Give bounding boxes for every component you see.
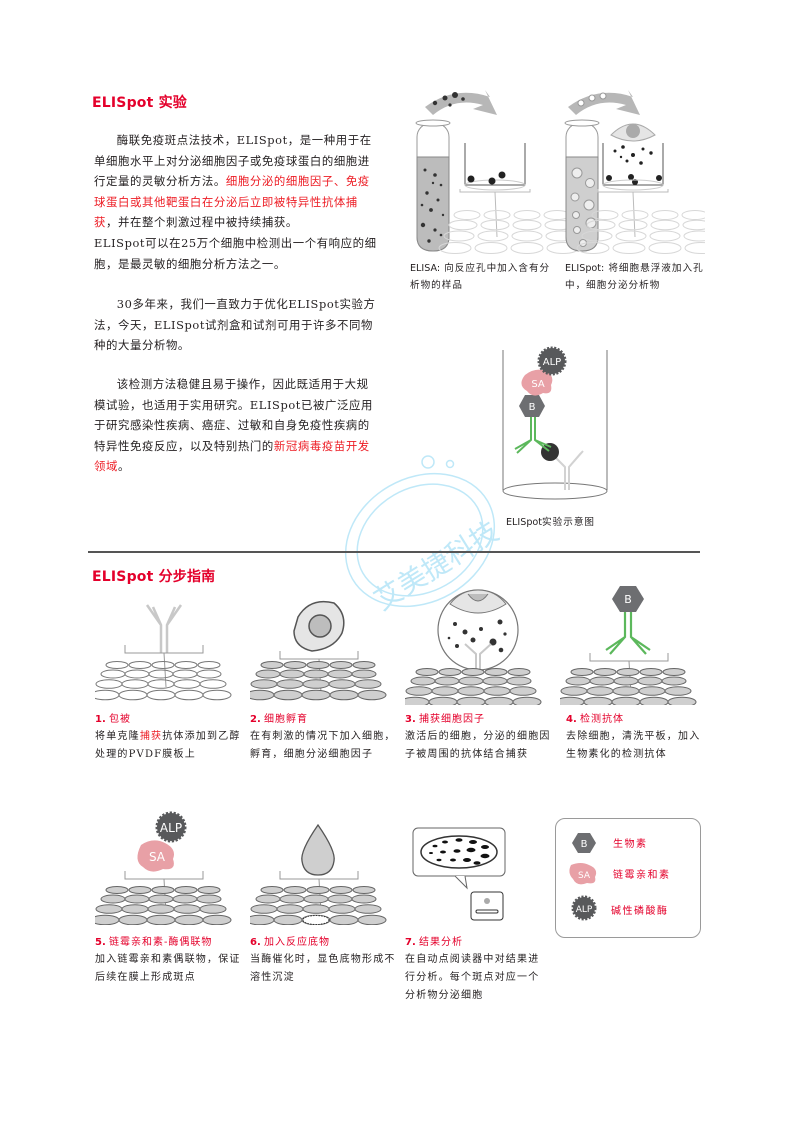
step1-text-cont: 抗体添加到乙醇处理的PVDF膜板上 xyxy=(95,731,241,760)
schematic-caption: ELISpot实验示意图 xyxy=(506,514,595,531)
spot-icon xyxy=(302,915,330,925)
step3-title: 捕获细胞因子 xyxy=(418,714,485,725)
step3-description: 激活后的细胞，分泌的细胞因子被周围的抗体结合捕获 xyxy=(405,731,551,760)
sensitivity-paragraph: ELISpot可以在25万个细胞中检测出一个有响应的细胞，是最灵敏的细胞分析方法… xyxy=(94,236,377,271)
applications-paragraph: 该检测方法稳健且易于操作，因此既适用于大规模试验，也适用于实用研究。ELISpo… xyxy=(94,374,379,477)
step6-number: 6. xyxy=(250,937,261,948)
section-title-step-guide: ELISpot 分步指南 xyxy=(92,569,216,585)
step2-illustration xyxy=(250,600,387,701)
step1-text: 将单克隆 xyxy=(95,731,140,742)
streptavidin-icon xyxy=(521,369,553,396)
history-paragraph: 30多年来，我们一直致力于优化ELISpot实验方法，今天，ELISpot试剂盒… xyxy=(94,297,376,353)
alp-icon xyxy=(537,346,567,376)
legend-icons: B SA ALP xyxy=(569,833,597,921)
step5-caption: 5. 链霉亲和素-酶偶联物 加入链霉亲和素偶联物，保证后续在膜上形成斑点 xyxy=(95,935,245,987)
biotinylated-antibody-icon xyxy=(605,612,651,655)
step1-title: 包被 xyxy=(108,714,131,725)
step4-illustration: B xyxy=(560,586,697,705)
schematic-caption-prefix: ELISpot xyxy=(506,517,543,528)
step6-description: 当酶催化时，显色底物形成不溶性沉淀 xyxy=(250,954,396,983)
elisa-caption: ELISA: 向反应孔中加入含有分析物的样品 xyxy=(410,260,560,294)
elispot-caption-text: 将细胞悬浮液加入孔中，细胞分泌分析物 xyxy=(565,263,704,291)
elisa-caption-text: 向反应孔中加入含有分析物的样品 xyxy=(410,263,551,291)
intro-text: 酶联免疫斑点法技术，ELISpot，是一种用于在单细胞水平上对分泌细胞因子或免疫… xyxy=(94,133,372,189)
period: 。 xyxy=(117,459,130,474)
step6-illustration xyxy=(250,823,387,925)
step5-illustration: ALP SA xyxy=(95,811,232,925)
step6-title: 加入反应底物 xyxy=(263,937,330,948)
step1-caption: 1. 包被 将单克隆捕获抗体添加到乙醇处理的PVDF膜板上 xyxy=(95,712,245,764)
substrate-drop-icon xyxy=(301,823,335,876)
intro-highlight: 细胞分泌的细胞因子、免疫球蛋白或其他靶蛋白在分泌后立即被特异性抗体捕获 xyxy=(94,174,370,230)
intro-paragraph: 酶联免疫斑点法技术，ELISpot，是一种用于在单细胞水平上对分泌细胞因子或免疫… xyxy=(94,130,379,233)
legend-biotin-glyph: B xyxy=(581,839,588,850)
step3-number: 3. xyxy=(405,714,416,725)
elispot-panel xyxy=(564,90,705,254)
step1-number: 1. xyxy=(95,714,106,725)
applications-text: 该检测方法稳健且易于操作，因此既适用于大规模试验，也适用于实用研究。ELISpo… xyxy=(94,377,373,453)
biotin-label: B xyxy=(529,402,536,413)
elisa-vs-elispot-illustration xyxy=(415,90,705,254)
section-divider xyxy=(88,551,700,553)
streptavidin-icon xyxy=(569,863,597,885)
capture-antibody-icon xyxy=(550,450,584,490)
biotin-label: B xyxy=(624,593,632,606)
legend-box xyxy=(555,818,701,938)
legend-sa-glyph: SA xyxy=(578,871,591,881)
biotin-icon xyxy=(519,395,545,417)
elispot-schematic-illustration: B SA ALP xyxy=(502,346,608,500)
alp-icon xyxy=(571,895,597,921)
elispot-caption-prefix: ELISpot: xyxy=(565,263,605,274)
step4-number: 4. xyxy=(566,714,577,725)
biotin-icon xyxy=(612,586,644,612)
step4-description: 去除细胞，清洗平板，加入生物素化的检测抗体 xyxy=(566,731,701,760)
alp-icon xyxy=(155,811,187,843)
elispot-caption: ELISpot: 将细胞悬浮液加入孔中，细胞分泌分析物 xyxy=(565,260,705,294)
biotin-icon xyxy=(572,833,596,853)
alp-label: ALP xyxy=(160,821,182,835)
step7-description: 在自动点阅读器中对结果进行分析。每个斑点对应一个分析物分泌细胞 xyxy=(405,954,540,1001)
intro-text-cont: ，并在整个刺激过程中被持续捕获。 xyxy=(106,215,298,230)
section-title-elispot-experiment: ELISpot 实验 xyxy=(92,95,187,111)
step5-number: 5. xyxy=(95,937,106,948)
step2-title: 细胞孵育 xyxy=(263,714,308,725)
step1-description: 将单克隆捕获抗体添加到乙醇处理的PVDF膜板上 xyxy=(95,728,245,764)
step7-illustration xyxy=(412,827,506,921)
step5-description: 加入链霉亲和素偶联物，保证后续在膜上形成斑点 xyxy=(95,954,241,983)
step1-illustration xyxy=(95,604,232,701)
alp-label: ALP xyxy=(543,357,561,368)
step1-highlight: 捕获 xyxy=(139,731,163,742)
legend-alp-glyph: ALP xyxy=(576,905,593,915)
step3-illustration xyxy=(405,589,542,705)
schematic-caption-text: 实验示意图 xyxy=(542,517,596,528)
step7-title: 结果分析 xyxy=(418,937,463,948)
step5-title: 链霉亲和素-酶偶联物 xyxy=(108,937,213,948)
step7-number: 7. xyxy=(405,937,416,948)
step3-caption: 3. 捕获细胞因子 激活后的细胞，分泌的细胞因子被周围的抗体结合捕获 xyxy=(405,712,555,764)
step6-caption: 6. 加入反应底物 当酶催化时，显色底物形成不溶性沉淀 xyxy=(250,935,400,987)
step2-description: 在有刺激的情况下加入细胞，孵育，细胞分泌细胞因子 xyxy=(250,731,396,760)
elisa-caption-prefix: ELISA: xyxy=(410,263,441,274)
applications-highlight: 新冠病毒疫苗开发领域 xyxy=(94,438,370,474)
legend-sa-label: 链霉亲和素 xyxy=(613,870,671,881)
step4-caption: 4. 检测抗体 去除细胞，清洗平板，加入生物素化的检测抗体 xyxy=(566,712,701,764)
antibody-icon xyxy=(145,604,183,653)
step2-caption: 2. 细胞孵育 在有刺激的情况下加入细胞，孵育，细胞分泌细胞因子 xyxy=(250,712,400,764)
streptavidin-icon xyxy=(137,840,174,872)
legend-biotin-label: 生物素 xyxy=(613,839,648,850)
step2-number: 2. xyxy=(250,714,261,725)
plate-reader-icon xyxy=(470,891,504,921)
sa-label: SA xyxy=(531,379,545,390)
legend-alp-label: 碱性磷酸酶 xyxy=(611,906,669,917)
step4-title: 检测抗体 xyxy=(579,714,624,725)
detection-antibody-icon xyxy=(514,417,552,454)
elisa-panel xyxy=(415,90,580,254)
step7-caption: 7. 结果分析 在自动点阅读器中对结果进行分析。每个斑点对应一个分析物分泌细胞 xyxy=(405,935,545,1005)
sa-label: SA xyxy=(149,850,166,864)
